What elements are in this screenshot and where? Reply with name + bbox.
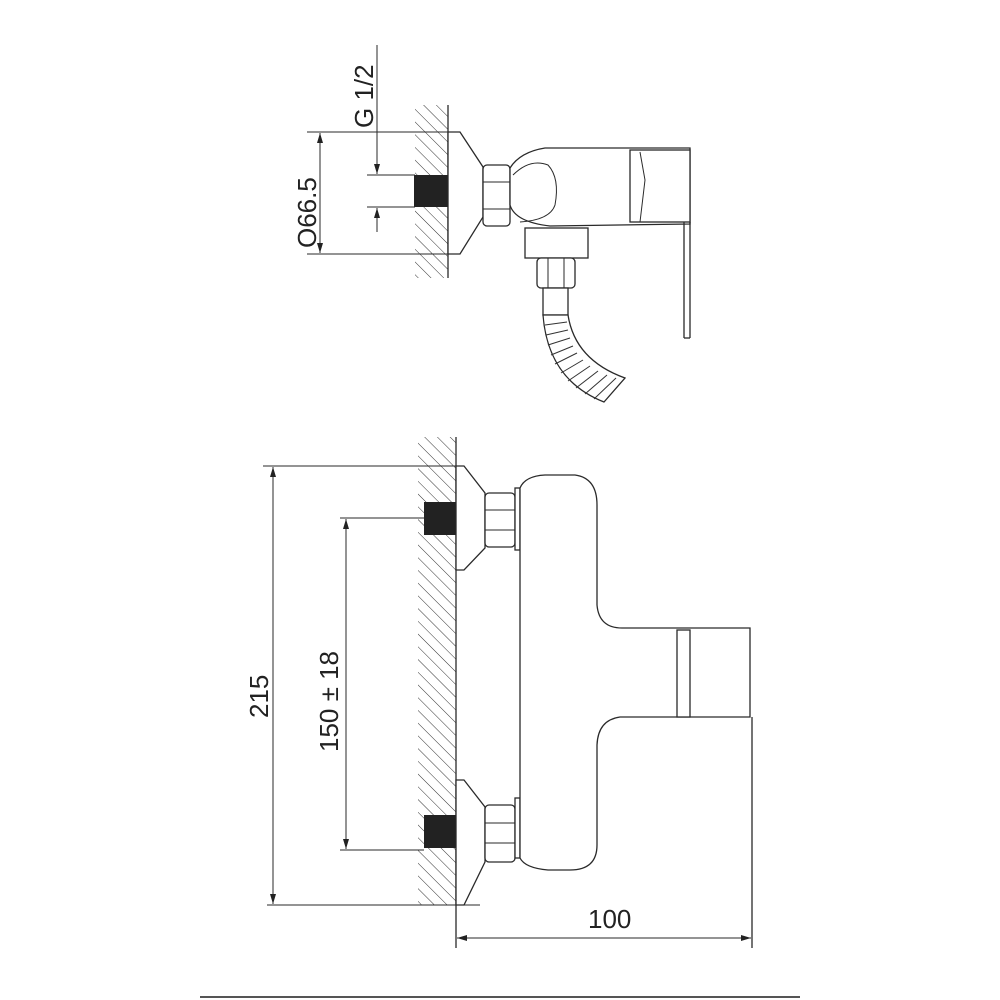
front-view: 215 150 ± 18 100 bbox=[244, 437, 753, 948]
escutcheon-top bbox=[447, 131, 484, 255]
flange-lower bbox=[514, 797, 521, 859]
handle-detail bbox=[639, 151, 646, 223]
hose-ribs bbox=[544, 321, 617, 400]
outlet-box bbox=[524, 227, 589, 259]
diameter-label: O66.5 bbox=[292, 177, 322, 248]
inlet-block-upper bbox=[424, 502, 456, 535]
hex-nut-lower bbox=[484, 804, 516, 863]
hex-nut-top bbox=[482, 164, 511, 227]
top-view: G 1/2 O66.5 bbox=[292, 45, 691, 403]
body-contour bbox=[512, 162, 557, 223]
mixer-body-front bbox=[519, 474, 751, 871]
hex-nut-upper bbox=[484, 492, 516, 548]
flange-upper bbox=[514, 487, 521, 551]
thread-label: G 1/2 bbox=[349, 64, 379, 128]
shower-hose bbox=[542, 314, 627, 403]
height-label: 215 bbox=[244, 675, 274, 718]
escutcheon-upper bbox=[455, 465, 486, 571]
outlet-pipe bbox=[542, 287, 569, 316]
handle-front bbox=[676, 629, 691, 718]
inlet-pipe-block bbox=[414, 175, 448, 207]
escutcheon-lower bbox=[455, 779, 486, 906]
handle-cap-top bbox=[629, 149, 691, 223]
outlet-nut bbox=[536, 257, 576, 289]
inlet-block-lower bbox=[424, 815, 456, 848]
depth-label: 100 bbox=[588, 904, 631, 934]
inlet-spacing-label: 150 ± 18 bbox=[314, 651, 344, 752]
